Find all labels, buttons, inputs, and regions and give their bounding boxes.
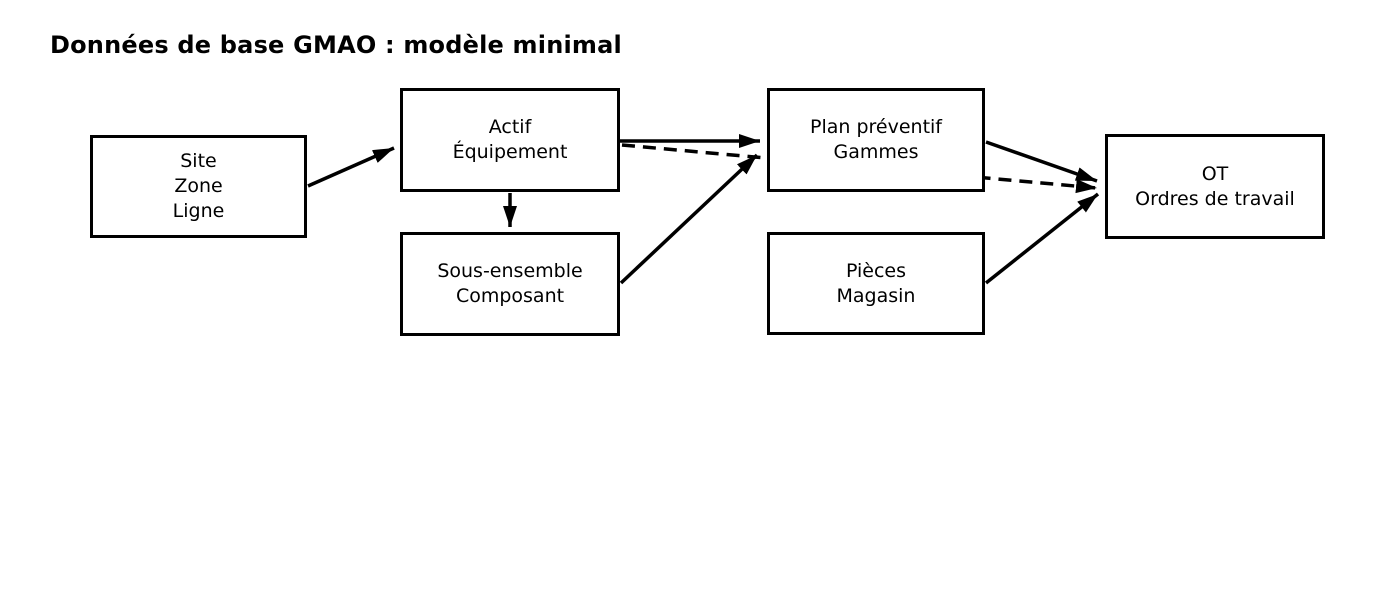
node-site-line: Ligne (172, 200, 225, 222)
node-actif: Actif Équipement (400, 88, 620, 192)
edge-plan-to-ot (985, 140, 1098, 183)
edge-sous-ensemble-to-plan (619, 153, 759, 285)
node-sous-ensemble-line: Composant (455, 285, 565, 307)
diagram-title: Données de base GMAO : modèle minimal (50, 31, 622, 59)
edge-pieces-to-ot (984, 192, 1100, 285)
node-pieces: Pièces Magasin (767, 232, 985, 335)
node-plan-preventif: Plan préventif Gammes (767, 88, 985, 192)
node-site: Site Zone Ligne (90, 135, 307, 238)
node-ot-line: Ordres de travail (1135, 187, 1295, 210)
node-site-line: Site (180, 150, 217, 172)
node-pieces-line: Magasin (836, 284, 916, 307)
edge-site-to-actif (307, 146, 395, 188)
node-sous-ensemble: Sous-ensemble Composant (400, 232, 620, 336)
node-ot-line: OT (1201, 162, 1229, 185)
node-actif-line: Actif (488, 116, 532, 138)
node-plan-preventif-line: Gammes (833, 141, 919, 163)
node-actif-line: Équipement (452, 141, 568, 163)
node-site-line: Zone (174, 175, 223, 197)
node-pieces-line: Pièces (845, 259, 907, 282)
node-plan-preventif-line: Plan préventif (810, 116, 942, 138)
node-sous-ensemble-line: Sous-ensemble (437, 260, 583, 282)
node-ot: OT Ordres de travail (1105, 134, 1325, 239)
